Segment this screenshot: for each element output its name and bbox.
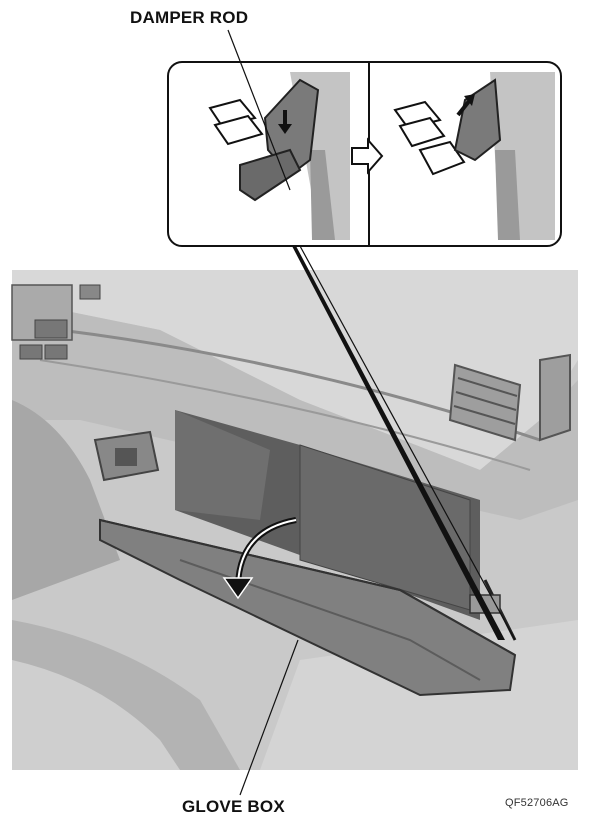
damper-rod-label: DAMPER ROD [130,8,248,28]
glove-box-label: GLOVE BOX [182,797,285,817]
dashboard-scene [12,270,578,770]
figure-code: QF52706AG [505,797,569,809]
detail-callout [168,62,561,246]
